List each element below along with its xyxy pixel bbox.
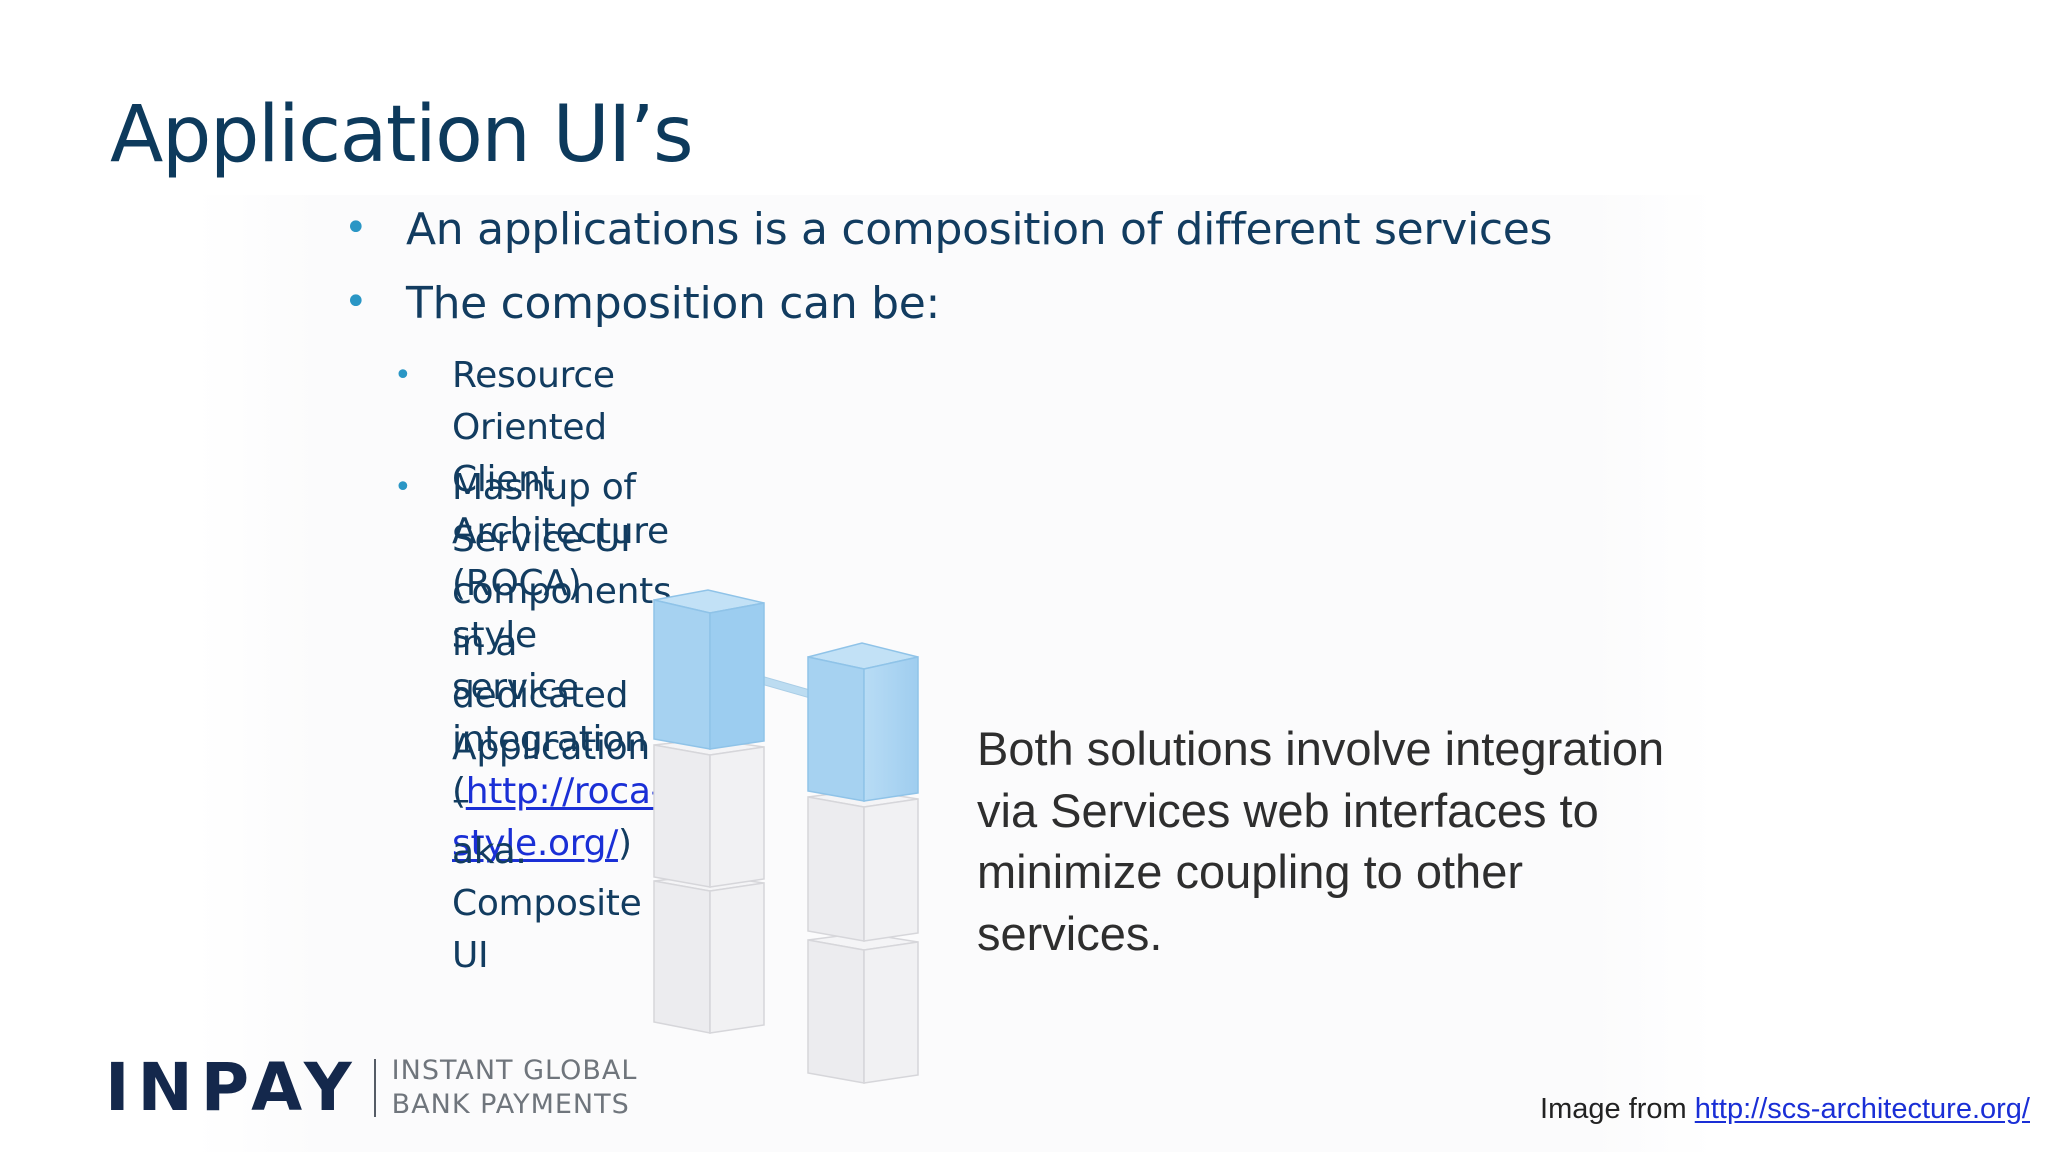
sub-bullet-text-after: ) <box>617 823 632 864</box>
roca-style-link[interactable]: http://roca-style.org/ <box>452 771 664 864</box>
credit-prefix: Image from <box>1540 1093 1695 1125</box>
sub-bullet-text: Resource Oriented Client Architecture (R… <box>452 350 669 870</box>
image-credit: Image from http://scs-architecture.org/ <box>1540 1092 2030 1126</box>
slide-title: Application UI’s <box>110 90 694 180</box>
bullet-dot-icon: • <box>394 358 412 393</box>
logo-wordmark: INPAY <box>105 1049 360 1126</box>
sub-bullet-text-before: Resource Oriented Client Architecture (R… <box>452 355 669 812</box>
logo-divider <box>373 1059 376 1117</box>
inpay-logo: INPAY INSTANT GLOBAL BANK PAYMENTS <box>105 1052 637 1124</box>
bullet-text: The composition can be: <box>406 278 941 329</box>
bullet-dot-icon: • <box>344 205 368 251</box>
slide-background <box>195 195 1715 1152</box>
left-cube-middle <box>653 738 765 888</box>
sub-bullet-text: Mashup of Service UI components in a ded… <box>452 467 672 976</box>
right-cube-middle <box>807 789 919 942</box>
cube-stack-diagram <box>640 585 930 1090</box>
bullet-dot-icon: • <box>394 470 412 505</box>
left-cube-bottom <box>653 874 765 1034</box>
bullet-dot-icon: • <box>344 279 368 325</box>
callout-text: Both solutions involve integration via S… <box>977 722 1665 960</box>
right-cube-bottom <box>807 932 919 1084</box>
right-cube-top-blue <box>807 642 919 802</box>
scs-architecture-link[interactable]: http://scs-architecture.org/ <box>1694 1093 2030 1125</box>
bullet-text: An applications is a composition of diff… <box>406 204 1553 255</box>
logo-tagline: INSTANT GLOBAL BANK PAYMENTS <box>391 1055 638 1120</box>
left-cube-top-blue <box>653 589 765 750</box>
